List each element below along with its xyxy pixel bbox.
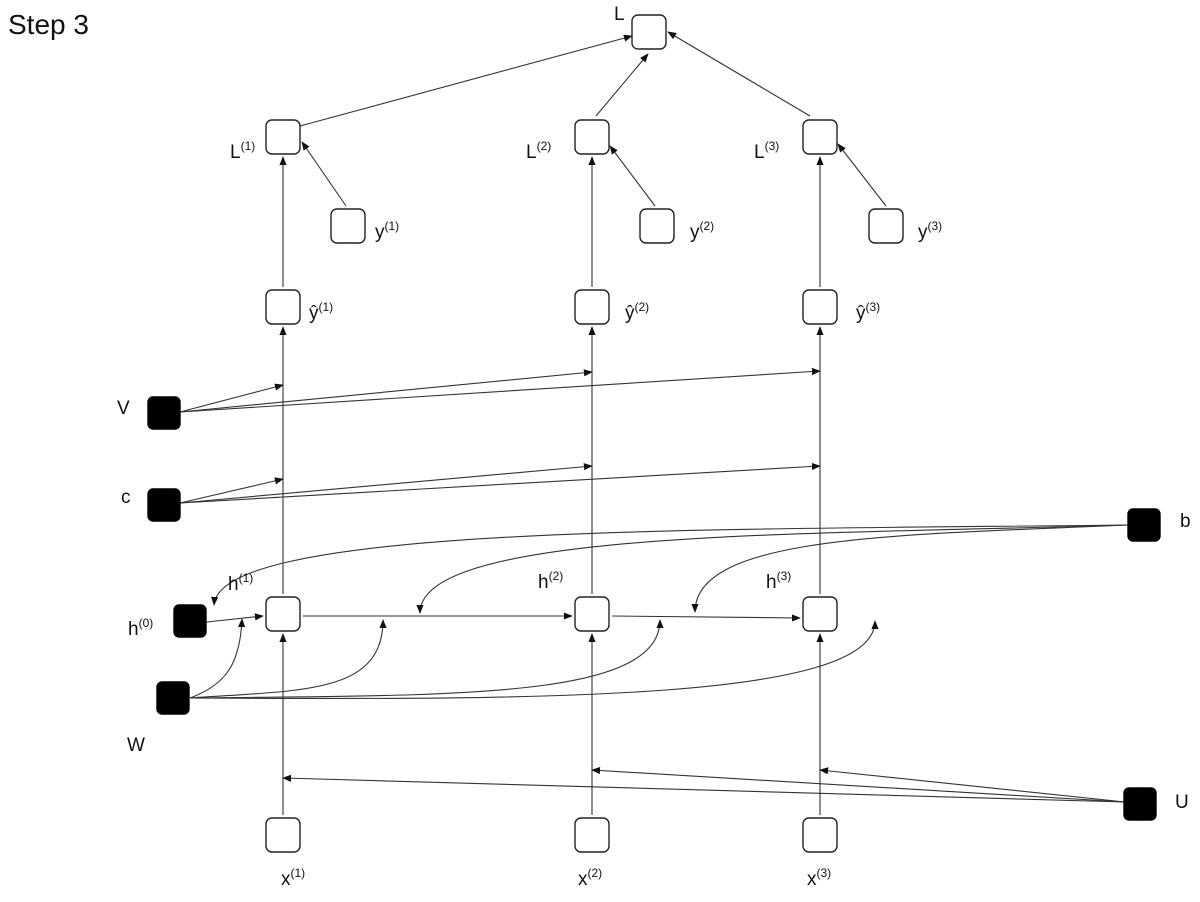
- edges: [179, 31, 1129, 815]
- node-b: [1127, 508, 1161, 542]
- label-x2: x(2): [578, 866, 602, 890]
- node-yh3: [802, 289, 838, 325]
- label-x3: x(3): [807, 866, 831, 890]
- node-h2: [574, 596, 610, 632]
- edge-b-to-h2: [416, 524, 1129, 614]
- node-c: [147, 488, 181, 522]
- node-yh2: [574, 289, 610, 325]
- nodes: [147, 14, 1161, 853]
- node-L2: [574, 119, 610, 155]
- edge-y3-to-L3: [837, 143, 887, 207]
- label-W: W: [127, 735, 145, 756]
- label-yh3: ŷ(3): [856, 300, 880, 324]
- edge-V-to-yh2: [179, 369, 593, 413]
- edge-L1-to-L: [299, 34, 633, 127]
- node-h3: [802, 596, 838, 632]
- label-b: b: [1180, 511, 1191, 532]
- edge-L3-to-L: [667, 31, 811, 117]
- label-L: L: [614, 4, 625, 25]
- node-L1: [265, 119, 301, 155]
- node-L3: [802, 119, 838, 155]
- label-h1: h(1): [228, 571, 253, 595]
- node-W: [156, 681, 190, 715]
- edge-h0-to-h1: [206, 613, 264, 623]
- edge-W-to-next: [189, 620, 879, 700]
- edge-L2-to-L: [595, 53, 649, 117]
- label-yh2: ŷ(2): [625, 300, 649, 324]
- edge-b-to-h1: [211, 524, 1129, 606]
- label-U: U: [1175, 792, 1189, 813]
- node-y2: [639, 208, 675, 244]
- edge-U-to-x2: [591, 766, 1126, 803]
- label-h0: h(0): [128, 616, 153, 640]
- label-x1: x(1): [281, 866, 305, 890]
- node-h1: [265, 596, 301, 632]
- node-L: [631, 14, 667, 50]
- edge-c-to-yh1: [179, 477, 284, 504]
- node-yh1: [265, 289, 301, 325]
- edge-c-to-yh2: [179, 463, 593, 504]
- edge-y2-to-L2: [609, 145, 656, 207]
- label-y1: y(1): [375, 219, 399, 243]
- label-L2: L(2): [526, 139, 551, 163]
- node-y3: [868, 208, 904, 244]
- edge-c-to-yh3: [179, 462, 821, 504]
- label-h2: h(2): [538, 569, 563, 593]
- label-h3: h(3): [766, 569, 791, 593]
- label-L1: L(1): [230, 139, 255, 163]
- labels: L L(1) L(2) L(3) y(1) y(2) y(3) ŷ(1) ŷ(2…: [117, 4, 1191, 890]
- node-x1: [265, 817, 301, 853]
- node-x2: [574, 817, 610, 853]
- node-y1: [330, 208, 366, 244]
- edge-V-to-yh1: [179, 383, 284, 413]
- step-title: Step 3: [8, 9, 89, 40]
- edge-W-to-h2: [189, 619, 387, 699]
- edge-U-to-x1: [282, 774, 1126, 803]
- edge-b-to-h3: [691, 524, 1129, 613]
- edge-U-to-x3: [819, 767, 1126, 803]
- label-yh1: ŷ(1): [309, 300, 333, 324]
- node-h0: [173, 604, 207, 638]
- node-x3: [802, 817, 838, 853]
- node-V: [147, 396, 181, 430]
- edge-W-to-h1: [189, 618, 246, 699]
- edge-W-to-h3: [189, 619, 664, 699]
- label-y2: y(2): [690, 219, 714, 243]
- label-L3: L(3): [754, 139, 779, 163]
- label-c: c: [121, 487, 131, 508]
- label-y3: y(3): [918, 219, 942, 243]
- edge-h2-to-h3: [611, 614, 801, 622]
- edge-y1-to-L1: [301, 141, 347, 207]
- node-U: [1123, 787, 1157, 821]
- edge-V-to-yh3: [179, 367, 821, 413]
- label-V: V: [117, 398, 130, 419]
